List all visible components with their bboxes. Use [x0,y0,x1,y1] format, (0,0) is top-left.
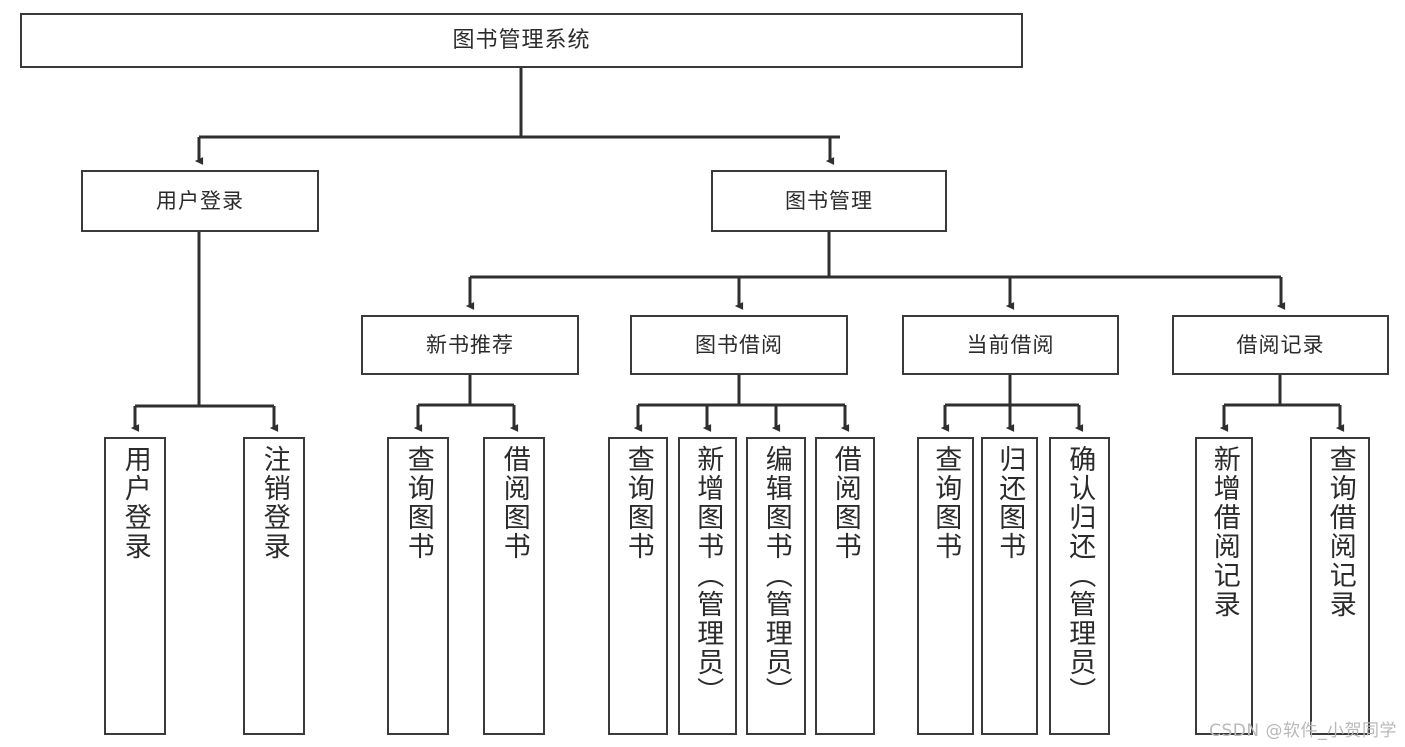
node-book-borrow[interactable]: 图书借阅 [630,315,848,375]
node-label: 注销登录 [258,445,290,561]
node-label: 确认归还（管理员） [1064,445,1096,706]
node-label: 图书管理 [785,188,873,213]
leaf-node-user-login[interactable]: 用户登录 [104,437,166,735]
leaf-node-query-book-current[interactable]: 查询图书 [917,437,974,735]
node-user-login[interactable]: 用户登录 [81,170,319,232]
leaf-node-query-borrow-record[interactable]: 查询借阅记录 [1310,437,1370,735]
node-book-management[interactable]: 图书管理 [711,170,947,232]
node-label: 新增图书（管理员） [692,445,724,706]
leaf-node-add-book-admin[interactable]: 新增图书（管理员） [678,437,737,735]
node-label: 图书管理系统 [452,27,591,53]
node-label: 新书推荐 [426,332,514,357]
leaf-node-query-book-borrow[interactable]: 查询图书 [608,437,668,735]
leaf-node-edit-book-admin[interactable]: 编辑图书（管理员） [746,437,806,735]
leaf-node-add-borrow-record[interactable]: 新增借阅记录 [1195,437,1253,735]
node-label: 查询图书 [622,445,654,561]
node-label: 当前借阅 [966,332,1055,357]
leaf-node-user-logout[interactable]: 注销登录 [243,437,305,735]
node-label: 用户登录 [119,445,151,561]
node-label: 借阅图书 [498,445,530,561]
leaf-node-return-book[interactable]: 归还图书 [981,437,1038,735]
csdn-watermark: CSDN @软件_小贺同学 [1209,721,1397,741]
node-label: 查询图书 [402,445,434,561]
node-new-book-recommendation[interactable]: 新书推荐 [361,315,579,375]
leaf-node-borrow-book-recommendation[interactable]: 借阅图书 [483,437,545,735]
leaf-node-confirm-return-admin[interactable]: 确认归还（管理员） [1049,437,1110,735]
node-label: 归还图书 [994,445,1026,561]
node-label: 图书借阅 [695,332,783,357]
node-current-borrow[interactable]: 当前借阅 [902,315,1119,375]
node-label: 编辑图书（管理员） [760,445,792,706]
node-label: 借阅图书 [829,445,861,561]
leaf-node-query-book-recommendation[interactable]: 查询图书 [387,437,449,735]
node-label: 新增借阅记录 [1208,445,1240,619]
node-root-book-management-system[interactable]: 图书管理系统 [20,13,1023,68]
node-label: 查询借阅记录 [1324,445,1356,619]
node-label: 用户登录 [156,188,244,213]
node-borrow-record[interactable]: 借阅记录 [1172,315,1389,375]
leaf-node-borrow-book[interactable]: 借阅图书 [815,437,875,735]
node-label: 借阅记录 [1236,332,1325,357]
node-label: 查询图书 [930,445,962,561]
